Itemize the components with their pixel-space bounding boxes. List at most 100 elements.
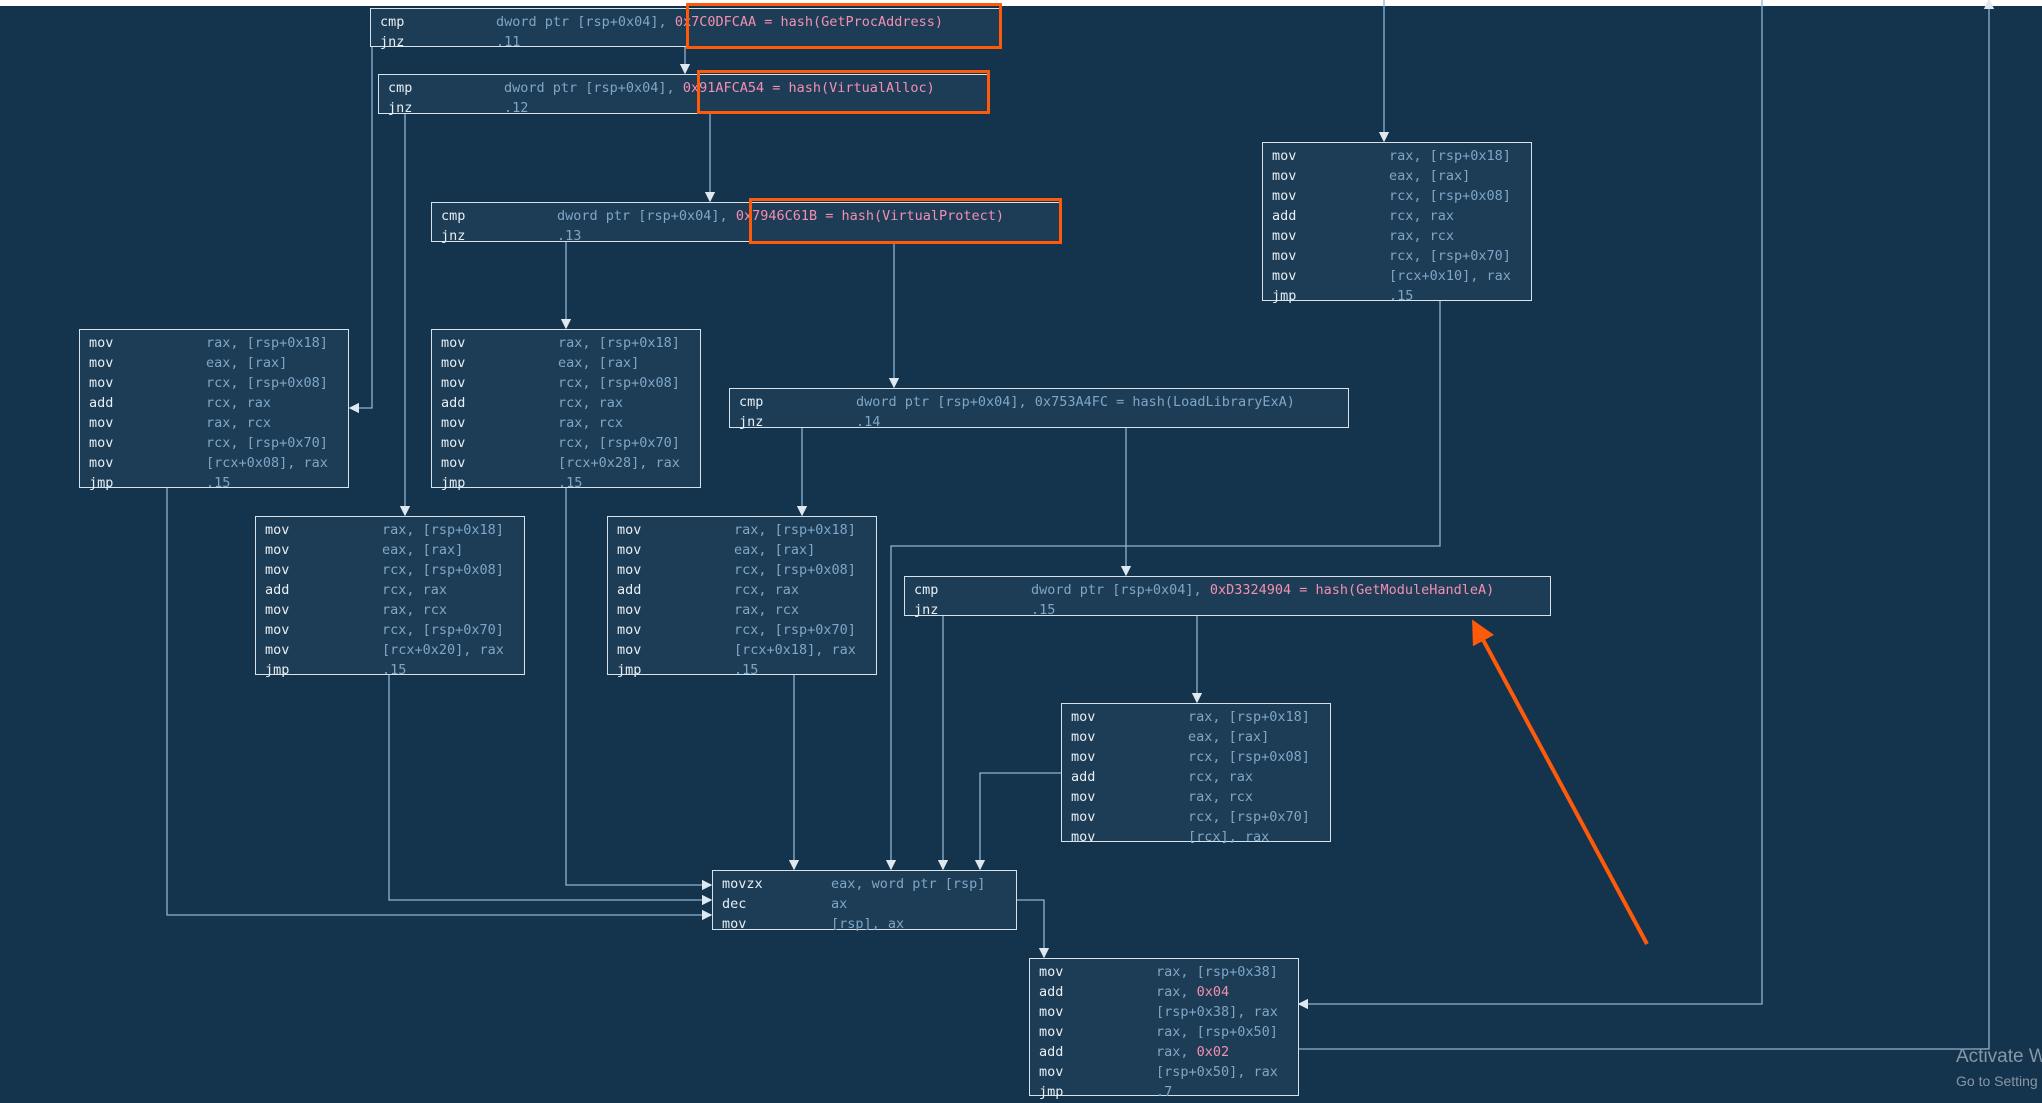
operand-text: rcx, [rsp+0x08] — [558, 375, 680, 391]
operand-text: eax, [rax] — [1188, 729, 1270, 745]
operand-text: [rsp+0x50], rax — [1156, 1064, 1278, 1080]
mnemonic: jmp — [441, 475, 466, 491]
operand-text: rcx, rax — [1188, 769, 1254, 785]
mnemonic: add — [1272, 208, 1297, 224]
mnemonic: dec — [722, 896, 747, 912]
constant: 0xD3324904 = hash(GetModuleHandleA) — [1209, 582, 1495, 598]
operands: rcx, [rsp+0x70] — [1389, 246, 1511, 266]
operand-text: .15 — [382, 662, 407, 678]
mnemonic: mov — [1071, 829, 1096, 845]
operand-text: [rsp+0x38], rax — [1156, 1004, 1278, 1020]
mnemonic: mov — [1272, 168, 1297, 184]
mnemonic: mov — [441, 435, 466, 451]
operand-text: rax, rcx — [382, 602, 448, 618]
instruction-line: mov[rcx+0x10], rax — [1272, 266, 1531, 286]
operands: .15 — [558, 473, 582, 493]
operand-text: rcx, [rsp+0x08] — [734, 562, 856, 578]
mnemonic: mov — [1071, 709, 1096, 725]
operand-text: rcx, rax — [206, 395, 272, 411]
operand-text: rax, [rsp+0x18] — [382, 522, 504, 538]
operands: rcx, [rsp+0x08] — [1389, 186, 1511, 206]
operand-text: dword ptr [rsp+0x04], — [504, 80, 683, 96]
operands: rax, [rsp+0x18] — [1389, 146, 1511, 166]
instruction-line: jnz.14 — [739, 412, 1348, 432]
operand-text: rcx, [rsp+0x70] — [382, 622, 504, 638]
operands: [rsp+0x50], rax — [1156, 1062, 1278, 1082]
operands: rax, rcx — [1389, 226, 1454, 246]
mnemonic: mov — [441, 335, 466, 351]
mnemonic: mov — [265, 562, 290, 578]
mnemonic: cmp — [739, 394, 764, 410]
operands: rcx, rax — [734, 580, 799, 600]
operands: rcx, [rsp+0x08] — [734, 560, 856, 580]
operands: eax, [rax] — [206, 353, 287, 373]
mnemonic: mov — [441, 375, 466, 391]
operand-text: eax, [rax] — [382, 542, 464, 558]
mnemonic: mov — [617, 522, 642, 538]
operand-text: [rcx+0x20], rax — [382, 642, 504, 658]
mnemonic: cmp — [441, 208, 466, 224]
operand-text: rax, — [1156, 984, 1197, 1000]
instruction-line: add rcx, rax — [1272, 206, 1531, 226]
mnemonic: add — [265, 582, 290, 598]
operand-text: .15 — [558, 475, 583, 491]
mnemonic: movzx — [722, 876, 763, 892]
operand-text: rax, [rsp+0x18] — [558, 335, 680, 351]
instruction-line: jmp.15 — [89, 473, 348, 493]
instruction-line: mov[rsp], ax — [722, 914, 1016, 934]
operand-text: .14 — [856, 414, 881, 430]
mnemonic: mov — [722, 916, 747, 932]
operand-text: .15 — [1031, 602, 1056, 618]
operand-text: eax, word ptr [rsp] — [831, 876, 986, 892]
operand-text: rcx, [rsp+0x70] — [734, 622, 856, 638]
operands: rcx, rax — [1389, 206, 1454, 226]
instruction-line: jmp .15 — [441, 473, 700, 493]
instruction-line: mov[rsp+0x50], rax — [1039, 1062, 1298, 1082]
flow-edge — [1297, 0, 1763, 1010]
operand-text: rax, rcx — [1188, 789, 1254, 805]
operands: rcx, rax — [1188, 767, 1253, 787]
mnemonic: mov — [1071, 809, 1096, 825]
instruction-line: mov[rcx+0x08], rax — [89, 453, 348, 473]
mnemonic: cmp — [388, 80, 413, 96]
operands: .15 — [206, 473, 230, 493]
operands: rax, 0x02 — [1156, 1042, 1229, 1062]
mnemonic: mov — [1071, 729, 1096, 745]
mnemonic: jnz — [388, 100, 413, 116]
mnemonic: mov — [265, 542, 290, 558]
operand-text: .15 — [734, 662, 759, 678]
operands: eax, [rax] — [1188, 727, 1269, 747]
operand-text: rcx, [rsp+0x70] — [1188, 809, 1310, 825]
instruction-line: jmp.15 — [617, 660, 876, 680]
mnemonic: add — [441, 395, 466, 411]
mnemonic: mov — [89, 435, 114, 451]
